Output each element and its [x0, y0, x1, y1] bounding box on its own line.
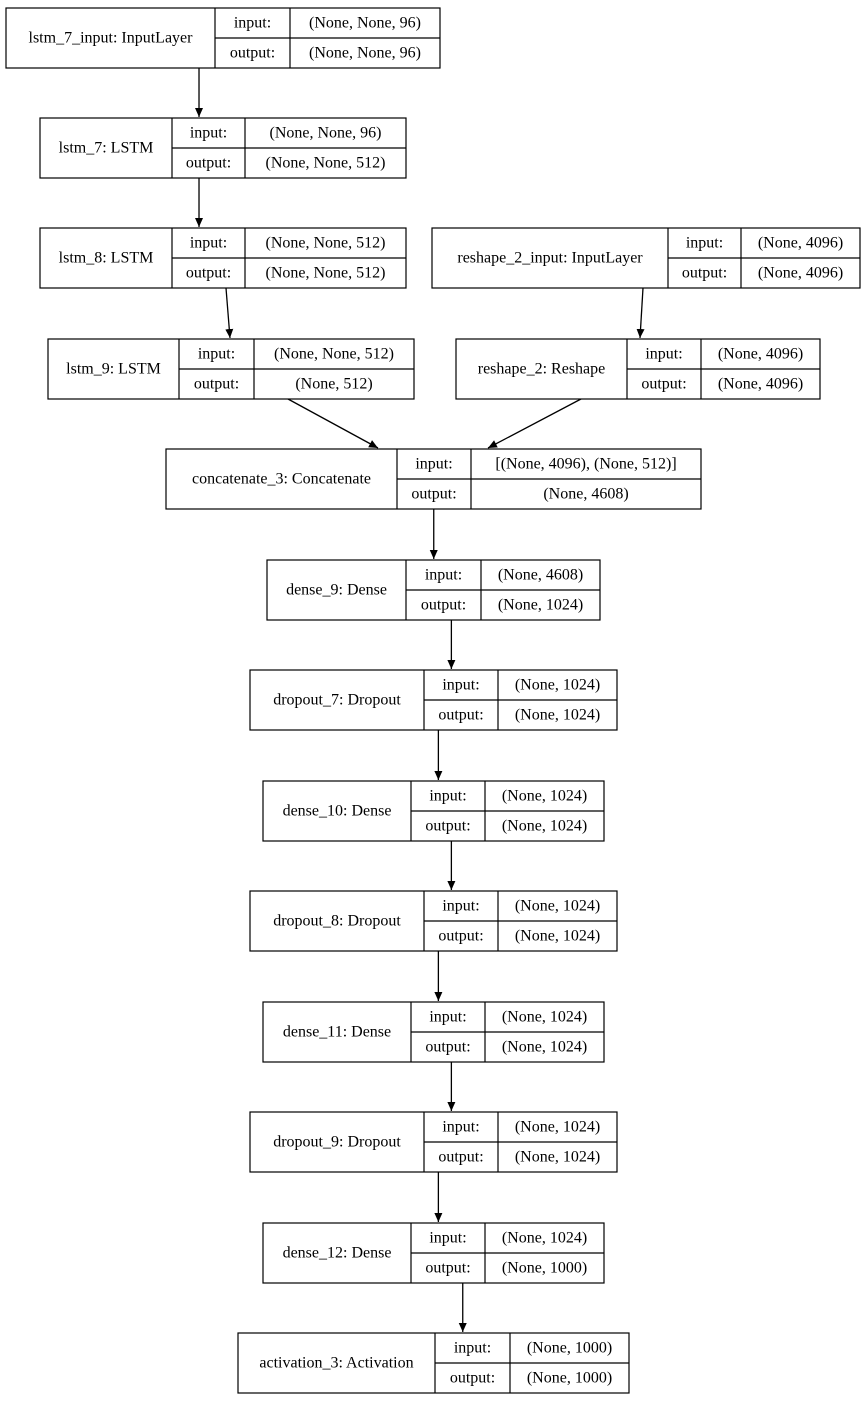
node-input-shape: (None, 4096): [718, 346, 803, 363]
edge-reshape-2-to-concatenate-3: [487, 398, 582, 449]
node-output-label: output:: [411, 486, 456, 503]
node-input-label: input:: [190, 235, 227, 252]
node-title: dense_9: Dense: [286, 582, 387, 599]
node-input-label: input:: [442, 677, 479, 694]
layer-node-reshape-2: reshape_2: Reshape input: output: (None, 40…: [455, 338, 821, 400]
node-input-shape: (None, None, 96): [309, 15, 421, 32]
node-output-label: output:: [230, 45, 275, 62]
node-output-shape: (None, 1024): [498, 597, 583, 614]
node-input-label: input:: [686, 235, 723, 252]
node-output-shape: (None, 4096): [758, 265, 843, 282]
layer-node-lstm-7-input: lstm_7_input: InputLayer input: output: (No…: [5, 7, 441, 69]
node-input-label: input:: [429, 788, 466, 805]
node-output-shape: (None, 1024): [502, 818, 587, 835]
node-input-shape: (None, 1024): [502, 1009, 587, 1026]
node-input-shape: (None, 1000): [527, 1340, 612, 1357]
node-output-label: output:: [186, 155, 231, 172]
node-output-label: output:: [186, 265, 231, 282]
edge-lstm-8-to-lstm-9: [225, 287, 234, 339]
node-title: dropout_8: Dropout: [273, 913, 401, 930]
layer-node-lstm-9: lstm_9: LSTM input: output: (None, None, 51…: [47, 338, 415, 400]
edge-lstm-9-to-concatenate-3: [287, 398, 379, 449]
node-output-label: output:: [438, 1149, 483, 1166]
node-input-label: input:: [645, 346, 682, 363]
node-title: activation_3: Activation: [259, 1355, 413, 1372]
node-output-shape: (None, 512): [295, 376, 372, 393]
node-input-shape: (None, 1024): [515, 898, 600, 915]
node-title: lstm_7_input: InputLayer: [29, 30, 194, 47]
node-input-label: input:: [454, 1340, 491, 1357]
layer-node-dropout-9: dropout_9: Dropout input: output: (None, 10…: [249, 1111, 618, 1173]
node-input-shape: (None, None, 96): [270, 125, 382, 142]
node-output-label: output:: [194, 376, 239, 393]
layer-node-dense-11: dense_11: Dense input: output: (None, 1024)…: [262, 1001, 605, 1063]
node-output-label: output:: [425, 818, 470, 835]
node-input-label: input:: [429, 1230, 466, 1247]
node-input-label: input:: [425, 567, 462, 584]
node-output-shape: (None, 1000): [502, 1260, 587, 1277]
node-input-shape: (None, 4096): [758, 235, 843, 252]
node-title: lstm_8: LSTM: [59, 250, 154, 267]
node-output-shape: (None, 1024): [515, 707, 600, 724]
layer-node-dropout-7: dropout_7: Dropout input: output: (None, 10…: [249, 669, 618, 731]
node-input-shape: (None, 1024): [502, 788, 587, 805]
node-input-shape: [(None, 4096), (None, 512)]: [495, 456, 676, 473]
node-title: dense_12: Dense: [283, 1245, 392, 1262]
node-output-label: output:: [682, 265, 727, 282]
node-input-label: input:: [429, 1009, 466, 1026]
node-output-shape: (None, None, 512): [266, 265, 386, 282]
layer-node-lstm-8: lstm_8: LSTM input: output: (None, None, 51…: [39, 227, 407, 289]
node-output-label: output:: [438, 707, 483, 724]
node-input-shape: (None, 1024): [502, 1230, 587, 1247]
node-title: lstm_9: LSTM: [66, 361, 161, 378]
node-output-label: output:: [450, 1370, 495, 1387]
node-input-shape: (None, None, 512): [274, 346, 394, 363]
node-input-shape: (None, None, 512): [266, 235, 386, 252]
node-output-shape: (None, 1024): [515, 1149, 600, 1166]
node-output-shape: (None, 1024): [502, 1039, 587, 1056]
layer-node-dense-12: dense_12: Dense input: output: (None, 1024)…: [262, 1222, 605, 1284]
node-output-shape: (None, 1000): [527, 1370, 612, 1387]
node-title: concatenate_3: Concatenate: [192, 471, 371, 488]
nodes: lstm_7_input: InputLayer input: output: (No…: [5, 7, 861, 1394]
node-output-label: output:: [421, 597, 466, 614]
node-input-label: input:: [442, 898, 479, 915]
node-input-label: input:: [415, 456, 452, 473]
node-title: dense_10: Dense: [283, 803, 392, 820]
layer-node-lstm-7: lstm_7: LSTM input: output: (None, None, 96…: [39, 117, 407, 179]
node-input-label: input:: [198, 346, 235, 363]
layer-node-dense-9: dense_9: Dense input: output: (None, 4608) (…: [266, 559, 601, 621]
node-input-shape: (None, 4608): [498, 567, 583, 584]
layer-node-concatenate-3: concatenate_3: Concatenate input: output: […: [165, 448, 702, 510]
edges: [195, 68, 645, 1332]
edge-reshape-2-input-to-reshape-2: [636, 287, 645, 339]
node-output-label: output:: [641, 376, 686, 393]
node-output-shape: (None, 4608): [543, 486, 628, 503]
node-output-shape: (None, None, 96): [309, 45, 421, 62]
layer-node-dense-10: dense_10: Dense input: output: (None, 1024)…: [262, 780, 605, 842]
node-input-label: input:: [234, 15, 271, 32]
node-title: reshape_2: Reshape: [478, 361, 606, 378]
node-input-label: input:: [442, 1119, 479, 1136]
layer-node-dropout-8: dropout_8: Dropout input: output: (None, 10…: [249, 890, 618, 952]
node-title: dropout_9: Dropout: [273, 1134, 401, 1151]
node-output-shape: (None, 1024): [515, 928, 600, 945]
node-title: dropout_7: Dropout: [273, 692, 401, 709]
layer-node-activation-3: activation_3: Activation input: output: (No…: [237, 1332, 630, 1394]
node-title: lstm_7: LSTM: [59, 140, 154, 157]
node-output-label: output:: [425, 1039, 470, 1056]
node-input-shape: (None, 1024): [515, 1119, 600, 1136]
node-output-shape: (None, None, 512): [266, 155, 386, 172]
node-title: reshape_2_input: InputLayer: [457, 250, 643, 267]
node-input-label: input:: [190, 125, 227, 142]
node-title: dense_11: Dense: [283, 1024, 391, 1041]
node-output-label: output:: [425, 1260, 470, 1277]
node-output-label: output:: [438, 928, 483, 945]
node-output-shape: (None, 4096): [718, 376, 803, 393]
layer-node-reshape-2-input: reshape_2_input: InputLayer input: output:…: [431, 227, 861, 289]
node-input-shape: (None, 1024): [515, 677, 600, 694]
